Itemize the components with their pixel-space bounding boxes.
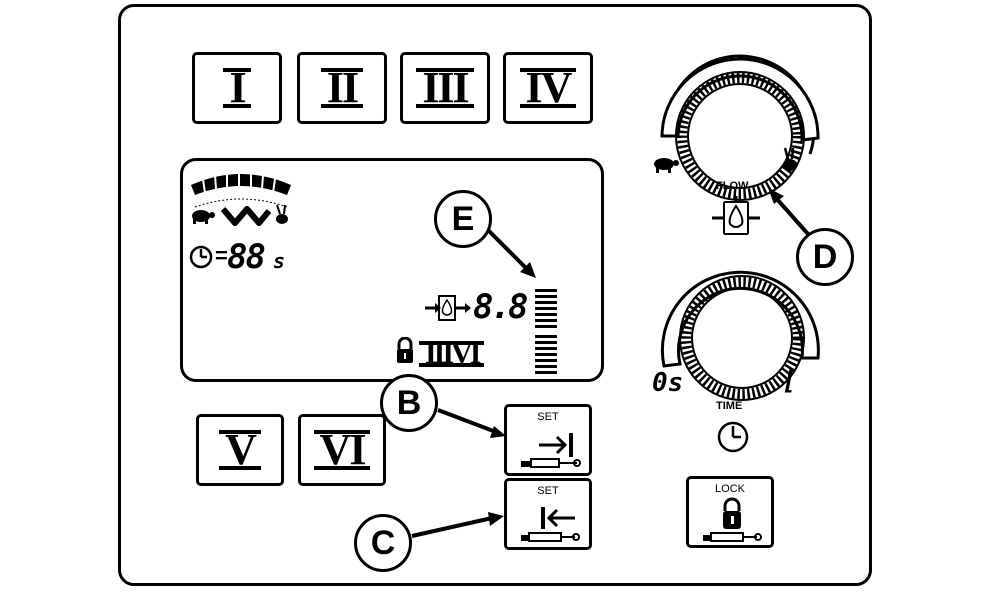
program-button-2-label: II: [320, 63, 364, 112]
time-clock-icon: [717, 421, 749, 453]
flow-min-turtle-icon: [654, 158, 679, 173]
program-button-2[interactable]: II: [297, 52, 387, 124]
speed-bargraph: [191, 172, 291, 208]
callout-e-label: E: [451, 199, 475, 238]
callout-b-label: B: [396, 383, 422, 422]
program-button-4[interactable]: IV: [503, 52, 593, 124]
callout-c: C: [354, 514, 412, 572]
program-indicator: IIIVI: [418, 337, 485, 370]
rabbit-icon: [276, 204, 288, 224]
callout-e-arrow: [486, 228, 536, 278]
arrow-from-bar-icon: [521, 507, 580, 542]
callout-d: D: [796, 228, 854, 286]
callout-d-label: D: [812, 237, 838, 276]
callout-b-arrow: [437, 408, 506, 438]
turtle-icon: [192, 210, 215, 224]
program-button-5-label: V: [219, 425, 261, 474]
program-button-6-label: VI: [313, 425, 371, 474]
set-out-label: SET: [537, 485, 559, 497]
flow-label: FLOW: [716, 180, 749, 192]
level-bars: [535, 289, 557, 374]
program-button-3-label: III: [416, 63, 475, 112]
control-panel: [118, 4, 872, 586]
lock-button-icon: [703, 497, 762, 542]
callout-d-arrow: [768, 188, 810, 236]
program-button-5[interactable]: V: [196, 414, 284, 486]
time-unit: s: [273, 249, 286, 273]
time-max-label: [: [782, 366, 798, 396]
set-in-label: SET: [537, 411, 559, 423]
lock-label: LOCK: [715, 483, 745, 495]
time-value: 88: [227, 237, 266, 277]
set-in-button[interactable]: SET: [504, 404, 592, 476]
program-button-4-label: IV: [519, 63, 577, 112]
flow-knob-icon: [712, 196, 760, 235]
equals-sign: =: [215, 243, 228, 268]
set-out-button[interactable]: SET: [504, 478, 592, 550]
wave-icon: [221, 206, 271, 226]
clock-icon: [189, 245, 213, 269]
program-button-1[interactable]: I: [192, 52, 282, 124]
lock-button[interactable]: LOCK: [686, 476, 774, 548]
arrow-to-bar-icon: [521, 433, 581, 468]
callout-b: B: [380, 374, 438, 432]
program-button-6[interactable]: VI: [298, 414, 386, 486]
flow-value: 8.8: [473, 287, 528, 327]
lock-icon: [397, 337, 413, 363]
flow-max-rabbit-icon: [783, 147, 797, 171]
time-min-label: 0s: [652, 368, 684, 398]
time-label: TIME: [716, 400, 743, 412]
callout-c-arrow: [411, 512, 504, 538]
program-button-1-label: I: [223, 63, 251, 112]
time-knob[interactable]: [646, 254, 836, 404]
flow-icon: [425, 295, 471, 321]
callout-c-label: C: [370, 523, 396, 562]
flow-knob[interactable]: [640, 44, 840, 244]
callout-e: E: [434, 190, 492, 248]
program-button-3[interactable]: III: [400, 52, 490, 124]
